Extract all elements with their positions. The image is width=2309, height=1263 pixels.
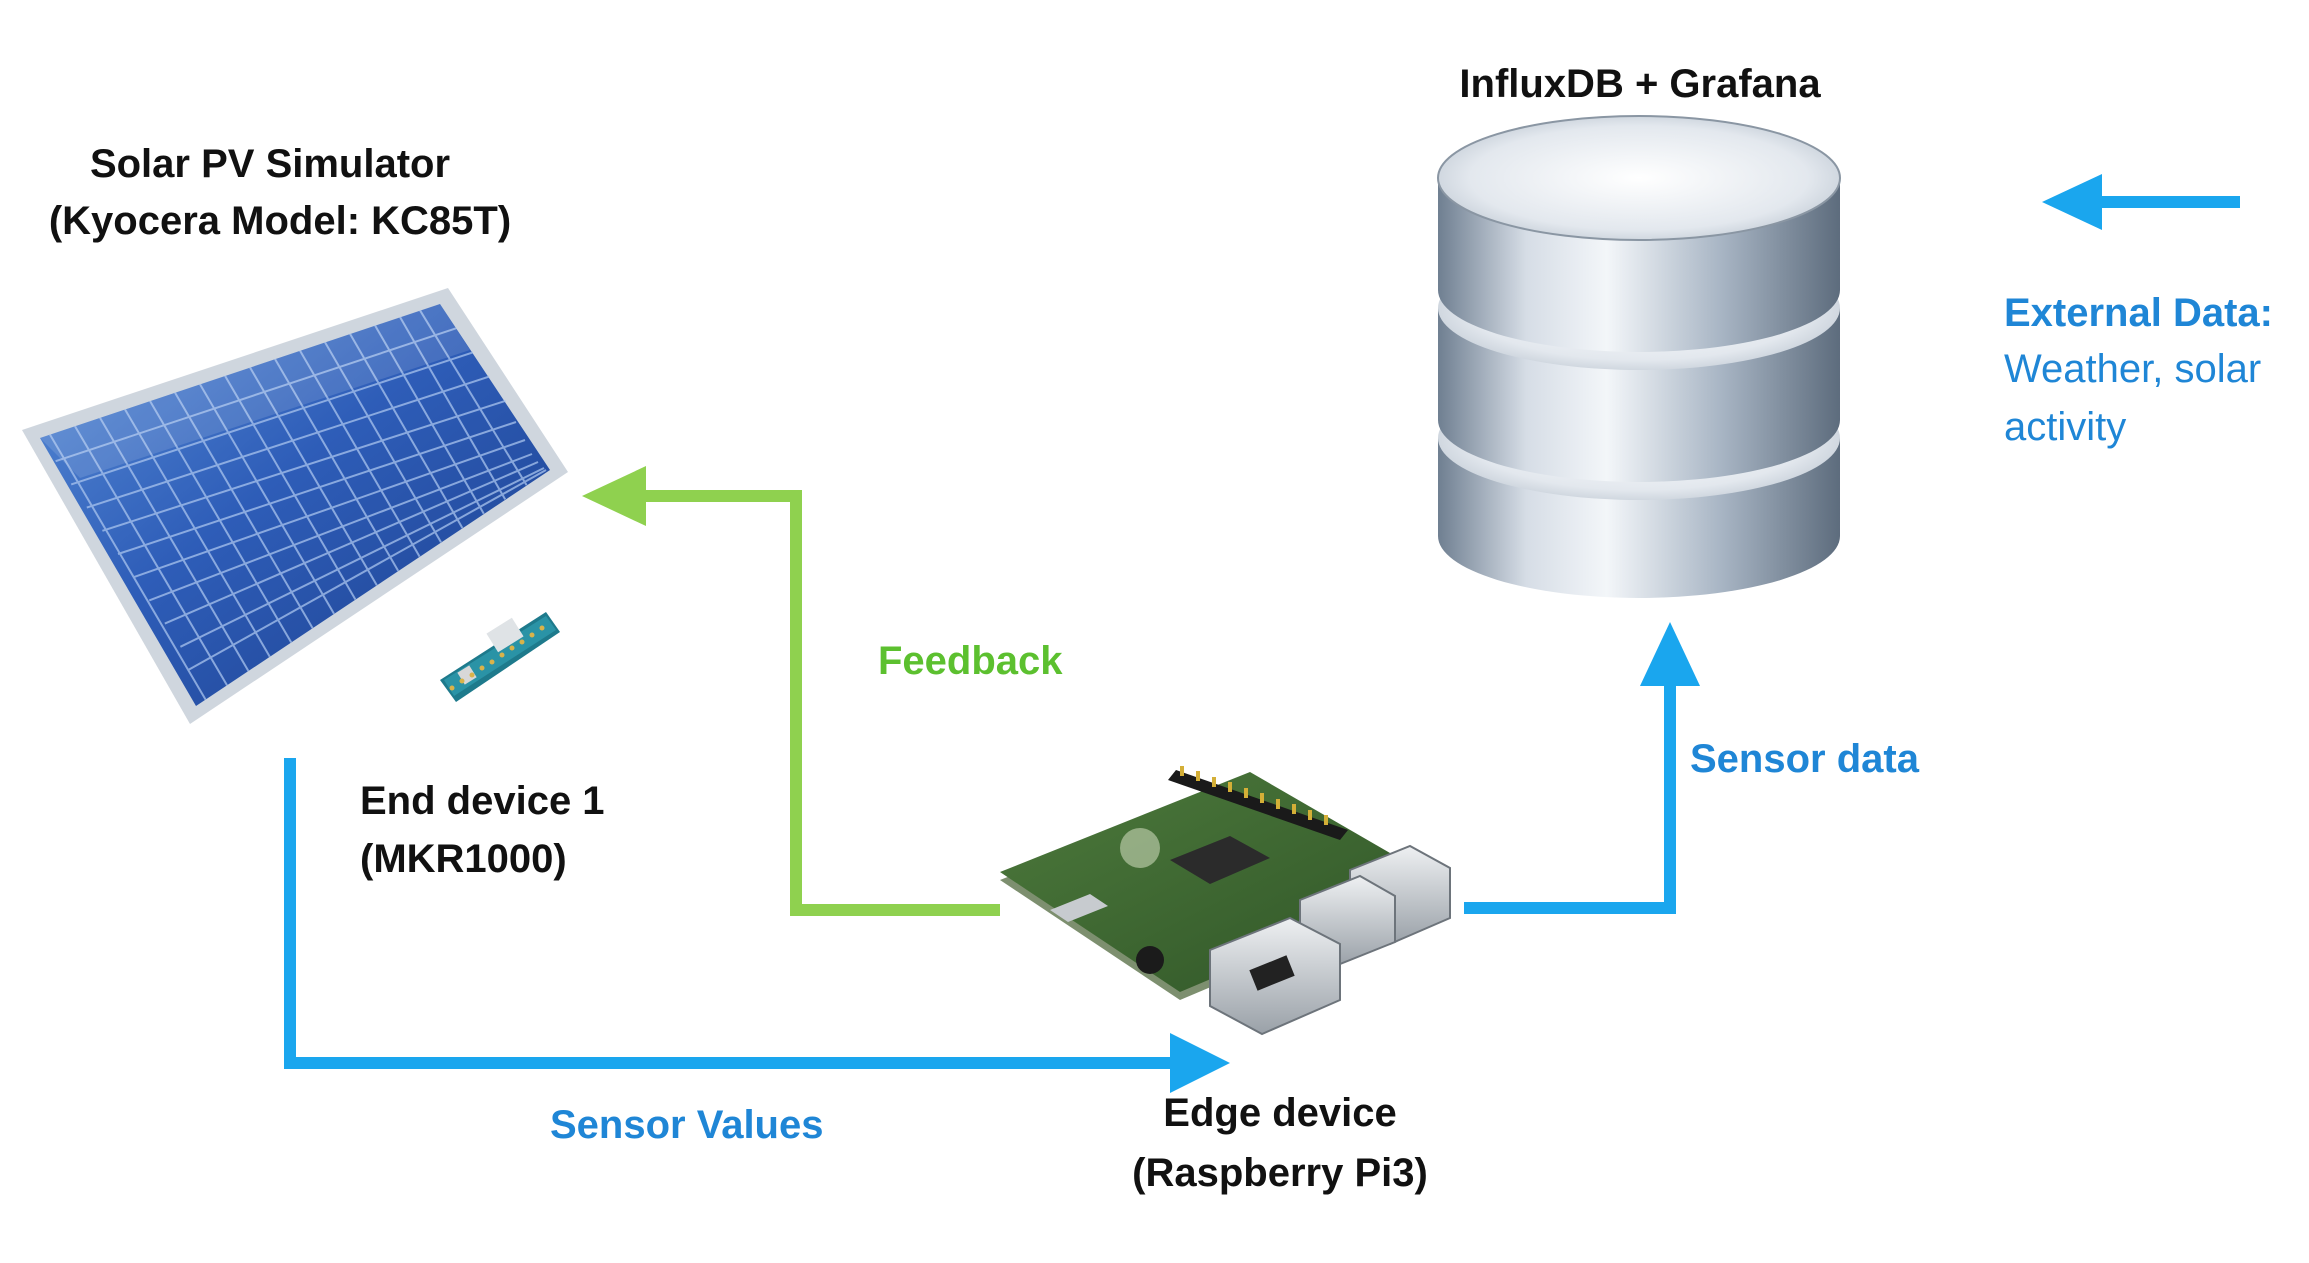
database-cylinder-icon (1437, 115, 1841, 598)
external-data-title: External Data: (2004, 291, 2273, 335)
mkr1000-board-icon (440, 612, 560, 702)
sensor-values-label: Sensor Values (550, 1103, 824, 1147)
sensor-data-arrow (1464, 622, 1700, 914)
solar-panel-model: (Kyocera Model: KC85T) (48, 199, 512, 243)
end-device-title: End device 1 (360, 779, 605, 823)
sensor-values-arrow (284, 758, 1230, 1093)
edge-device-title: Edge device (1163, 1091, 1397, 1135)
solar-panel-icon (22, 288, 568, 724)
end-device-model: (MKR1000) (360, 837, 567, 881)
sensor-data-label: Sensor data (1690, 737, 1919, 781)
database-title: InfluxDB + Grafana (1459, 62, 1821, 106)
external-data-line1: Weather, solar (2004, 347, 2262, 391)
raspberry-pi-board-icon (1000, 766, 1451, 1036)
feedback-label: Feedback (878, 639, 1063, 683)
external-data-line2: activity (2004, 405, 2127, 449)
solar-panel-title: Solar PV Simulator (89, 142, 451, 186)
feedback-arrow (582, 466, 1000, 916)
external-data-arrow (2042, 174, 2240, 230)
edge-device-model: (Raspberry Pi3) (1132, 1151, 1428, 1195)
